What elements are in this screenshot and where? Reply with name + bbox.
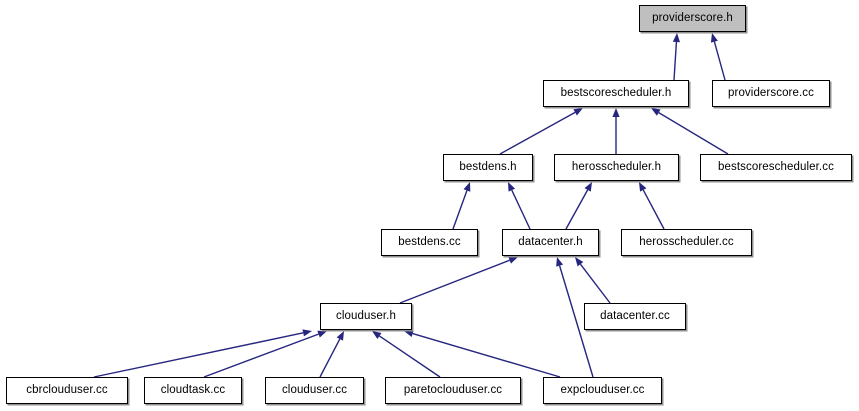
arrowhead-icon: [508, 182, 516, 192]
arrowhead-icon: [672, 33, 681, 43]
graph-node-bestdens-h[interactable]: bestdens.h: [443, 154, 533, 181]
arrowhead-icon: [639, 182, 647, 192]
dependency-edge: [612, 108, 620, 154]
arrowhead-icon: [317, 330, 327, 338]
graph-node-bestscorescheduler-cc[interactable]: bestscorescheduler.cc: [700, 154, 852, 181]
arrowhead-icon: [651, 108, 661, 116]
graph-node-label: cloudtask.cc: [160, 383, 226, 396]
graph-node-label: bestdens.cc: [398, 235, 461, 248]
dependency-edge: [499, 108, 583, 155]
graph-node-label: herosscheduler.cc: [639, 235, 734, 248]
arrowhead-icon: [508, 256, 518, 264]
dependency-edge: [319, 331, 344, 378]
graph-node-label: paretoclouduser.cc: [403, 383, 503, 396]
graph-node-label: bestscorescheduler.cc: [718, 160, 834, 173]
graph-node-label: herosscheduler.h: [571, 160, 662, 173]
graph-node-cbrclouduser-cc[interactable]: cbrclouduser.cc: [6, 377, 128, 404]
graph-node-providerscore-h[interactable]: providerscore.h: [639, 5, 746, 32]
graph-node-label: datacenter.cc: [600, 309, 670, 322]
graph-node-cloudtask-cc[interactable]: cloudtask.cc: [144, 377, 242, 404]
dependency-edge: [508, 182, 531, 230]
arrowhead-icon: [710, 33, 718, 43]
graph-node-providerscore-cc[interactable]: providerscore.cc: [712, 80, 830, 107]
arrowhead-icon: [404, 330, 414, 337]
graph-node-paretoclouduser-cc[interactable]: paretoclouduser.cc: [385, 377, 521, 404]
graph-node-clouduser-h[interactable]: clouduser.h: [320, 303, 412, 330]
arrowhead-icon: [575, 257, 584, 267]
arrowhead-icon: [463, 182, 471, 192]
graph-node-label: providerscore.cc: [728, 86, 814, 99]
dependency-edge: [372, 331, 441, 378]
graph-node-herosscheduler-cc[interactable]: herosscheduler.cc: [621, 229, 752, 256]
graph-node-label: expclouduser.cc: [560, 383, 645, 396]
dependency-edge: [556, 257, 594, 378]
arrowhead-icon: [336, 331, 344, 341]
graph-node-datacenter-h[interactable]: datacenter.h: [502, 229, 599, 256]
graph-node-label: clouduser.cc: [281, 383, 348, 396]
graph-node-bestdens-cc[interactable]: bestdens.cc: [381, 229, 478, 256]
graph-node-label: cbrclouduser.cc: [26, 383, 108, 396]
arrowhead-icon: [573, 108, 583, 116]
dependency-edge: [404, 330, 561, 378]
graph-node-label: datacenter.h: [518, 235, 583, 248]
arrowhead-icon: [302, 329, 312, 337]
graph-node-herosscheduler-h[interactable]: herosscheduler.h: [554, 154, 679, 181]
arrowhead-icon: [372, 331, 382, 340]
graph-node-expclouduser-cc[interactable]: expclouduser.cc: [543, 377, 662, 404]
graph-node-clouduser-cc[interactable]: clouduser.cc: [265, 377, 364, 404]
dependency-edge: [639, 182, 665, 230]
dependency-edge: [452, 182, 471, 230]
arrowhead-icon: [612, 108, 620, 117]
graph-node-label: bestscorescheduler.h: [560, 86, 672, 99]
dependency-edge: [93, 329, 312, 378]
graph-node-label: bestdens.h: [459, 160, 517, 173]
dependency-edge: [651, 108, 729, 155]
dependency-edge: [575, 257, 611, 304]
dependency-edge: [203, 330, 327, 378]
graph-node-datacenter-cc[interactable]: datacenter.cc: [584, 303, 686, 330]
dependency-edge: [565, 182, 592, 230]
dependency-edge: [672, 33, 681, 81]
dependency-edge: [710, 33, 726, 81]
graph-node-label: providerscore.h: [652, 11, 733, 24]
dependency-edge: [399, 256, 518, 304]
arrowhead-icon: [584, 182, 592, 192]
graph-node-bestscorescheduler-h[interactable]: bestscorescheduler.h: [543, 80, 689, 107]
arrowhead-icon: [556, 257, 564, 267]
graph-node-label: clouduser.h: [336, 309, 396, 322]
